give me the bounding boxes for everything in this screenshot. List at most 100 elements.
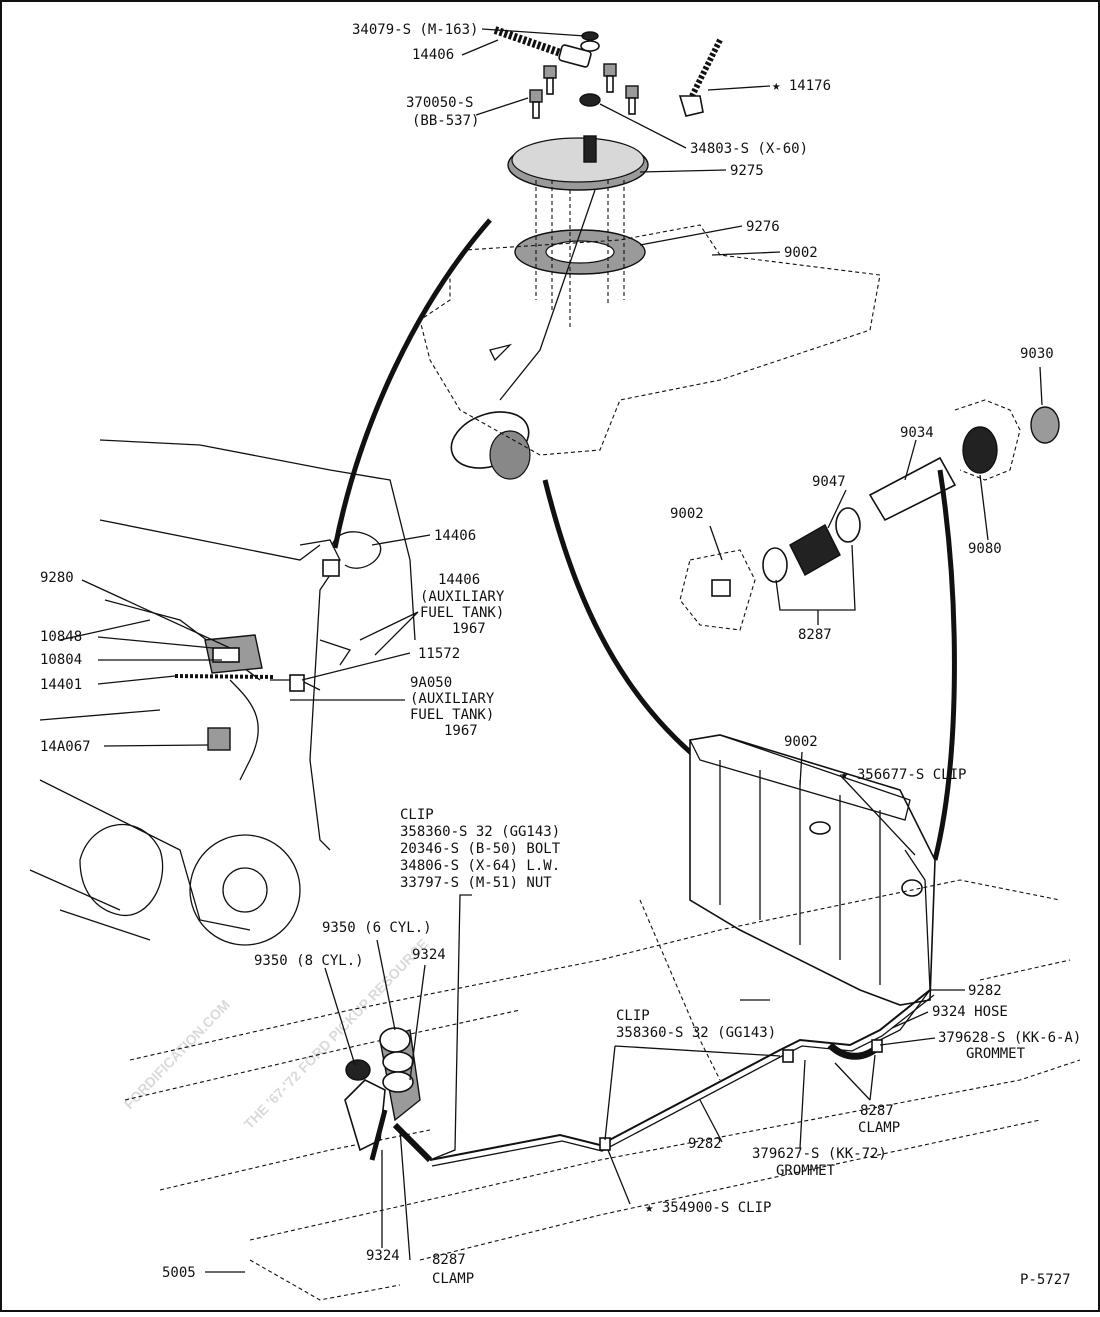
callout-14406-aux-line3: FUEL TANK) bbox=[420, 605, 504, 621]
callout-10848: 10848 bbox=[40, 629, 82, 645]
clip-358360-rear bbox=[782, 1049, 794, 1063]
callout-5005: 5005 bbox=[162, 1265, 196, 1281]
callout-8287-clamp-rear: 8287 bbox=[860, 1103, 894, 1119]
callout-8287-clamp-rear-line2: CLAMP bbox=[858, 1120, 900, 1136]
callout-11572: 11572 bbox=[418, 646, 460, 662]
filler-neck-assembly bbox=[679, 399, 1060, 631]
sender-wire-loop-14406 bbox=[331, 531, 382, 569]
clamp-upper-8287 bbox=[835, 507, 861, 543]
hose-9047 bbox=[789, 524, 841, 576]
callout-10804: 10804 bbox=[40, 652, 82, 668]
grommet-379628 bbox=[871, 1039, 883, 1053]
hose-9324 bbox=[392, 1122, 433, 1163]
callout-9a050: 9A050 bbox=[410, 675, 452, 691]
callout-9034: 9034 bbox=[900, 425, 934, 441]
headlamp bbox=[79, 823, 164, 916]
relay-14A067 bbox=[207, 727, 231, 751]
callout-8287-clamp-lower: 8287 bbox=[432, 1252, 466, 1268]
clamp-lower-8287 bbox=[762, 547, 788, 583]
alignment-lines bbox=[535, 180, 625, 330]
tank-outline-9002-upper bbox=[419, 224, 881, 456]
gauge-bezel-10848 bbox=[212, 647, 240, 663]
filler-pipe-9034 bbox=[868, 456, 957, 522]
callout-9350-6cyl: 9350 (6 CYL.) bbox=[322, 920, 432, 936]
figure-id: P-5727 bbox=[1020, 1272, 1071, 1288]
watermark-line1: FORDIFICATION.COM bbox=[121, 997, 233, 1113]
callout-clip-358360: CLIP bbox=[616, 1008, 650, 1024]
callout-9282-mid: 9282 bbox=[688, 1136, 722, 1152]
callout-9030: 9030 bbox=[1020, 346, 1054, 362]
tank-sender-boss bbox=[809, 821, 831, 835]
fuel-pump-area bbox=[344, 989, 935, 1167]
callout-9002-top: 9002 bbox=[784, 245, 818, 261]
callouts: 34079-S (M-163) 14406 ★ 14176 370050-S (… bbox=[40, 22, 1081, 1288]
callout-9a050-line3: FUEL TANK) bbox=[410, 707, 494, 723]
callout-354900-s-clip: ★ 354900-S CLIP bbox=[645, 1200, 771, 1216]
callout-9324-upper: 9324 bbox=[412, 947, 446, 963]
tank-ribs bbox=[719, 760, 881, 985]
wire-terminal bbox=[558, 44, 592, 68]
assembly-guide-left bbox=[332, 218, 492, 549]
callout-14406-aux-line2: (AUXILIARY bbox=[420, 589, 505, 605]
callout-34079-s: 34079-S (M-163) bbox=[352, 22, 478, 38]
grommet-9080 bbox=[962, 426, 998, 474]
callout-9002-lower: 9002 bbox=[784, 734, 818, 750]
screws-370050 bbox=[529, 63, 639, 119]
harness-wires bbox=[229, 679, 259, 781]
lock-washer-34803 bbox=[579, 93, 601, 107]
callout-379628-s: 379628-S (KK-6-A) bbox=[938, 1030, 1081, 1046]
callout-clip-group-line2: 358360-S 32 (GG143) bbox=[400, 824, 560, 840]
filler-opening-outline bbox=[954, 399, 1021, 481]
switch-9A050-wiring bbox=[270, 639, 352, 691]
callout-9a050-line4: 1967 bbox=[444, 723, 478, 739]
leader-lines bbox=[81, 28, 1043, 1273]
tank-filler-boss bbox=[901, 879, 923, 897]
callout-9002-neck: 9002 bbox=[670, 506, 704, 522]
callout-clip-358360-line2: 358360-S 32 (GG143) bbox=[616, 1025, 776, 1041]
sender-unit-assembly bbox=[450, 26, 723, 480]
callout-14176: ★ 14176 bbox=[772, 78, 831, 94]
callout-9324-hose: 9324 HOSE bbox=[932, 1004, 1008, 1020]
callout-14406-top: 14406 bbox=[412, 47, 454, 63]
front-wheel bbox=[189, 834, 301, 946]
cab-corner bbox=[299, 539, 341, 851]
callout-14406-aux-line4: 1967 bbox=[452, 621, 486, 637]
harness-connector bbox=[678, 95, 704, 117]
frame-5005 bbox=[124, 879, 1081, 1301]
callout-bb-537: (BB-537) bbox=[412, 113, 479, 129]
fuel-line-9282 bbox=[429, 989, 931, 1161]
valve-11572 bbox=[289, 674, 305, 692]
harness-14176 bbox=[689, 38, 723, 98]
tank-neck-9002 bbox=[679, 549, 756, 631]
callout-clip-group-line4: 34806-S (X-64) L.W. bbox=[400, 858, 560, 874]
float-arm bbox=[499, 189, 596, 401]
assembly-guide-right bbox=[932, 469, 957, 861]
callout-9275: 9275 bbox=[730, 163, 764, 179]
callout-9047: 9047 bbox=[812, 474, 846, 490]
callout-9282-rear: 9282 bbox=[968, 983, 1002, 999]
callout-9350-8cyl: 9350 (8 CYL.) bbox=[254, 953, 364, 969]
callout-9276: 9276 bbox=[746, 219, 780, 235]
callout-379627-s: 379627-S (KK-72) bbox=[752, 1146, 887, 1162]
callout-379627-s-line2: GROMMET bbox=[776, 1163, 836, 1179]
callout-14a067: 14A067 bbox=[40, 739, 91, 755]
callout-8287-filler: 8287 bbox=[798, 627, 832, 643]
callout-370050-s: 370050-S bbox=[406, 95, 473, 111]
callout-clip-group-line3: 20346-S (B-50) BOLT bbox=[400, 841, 561, 857]
callout-9324-lower: 9324 bbox=[366, 1248, 400, 1264]
harness-14401 bbox=[174, 674, 276, 679]
callout-9080: 9080 bbox=[968, 541, 1002, 557]
callout-379628-s-line2: GROMMET bbox=[966, 1046, 1026, 1062]
callout-9a050-line2: (AUXILIARY bbox=[410, 691, 495, 707]
callout-14406-aux: 14406 bbox=[438, 572, 480, 588]
callout-356677-s-clip: ★ 356677-S CLIP bbox=[840, 767, 966, 783]
callout-14401: 14401 bbox=[40, 677, 82, 693]
callout-34803-s: 34803-S (X-60) bbox=[690, 141, 808, 157]
sender-terminal bbox=[583, 135, 597, 163]
callout-14406-cab: 14406 bbox=[434, 528, 476, 544]
callout-clip-group: CLIP bbox=[400, 807, 434, 823]
cab-body bbox=[29, 439, 416, 946]
